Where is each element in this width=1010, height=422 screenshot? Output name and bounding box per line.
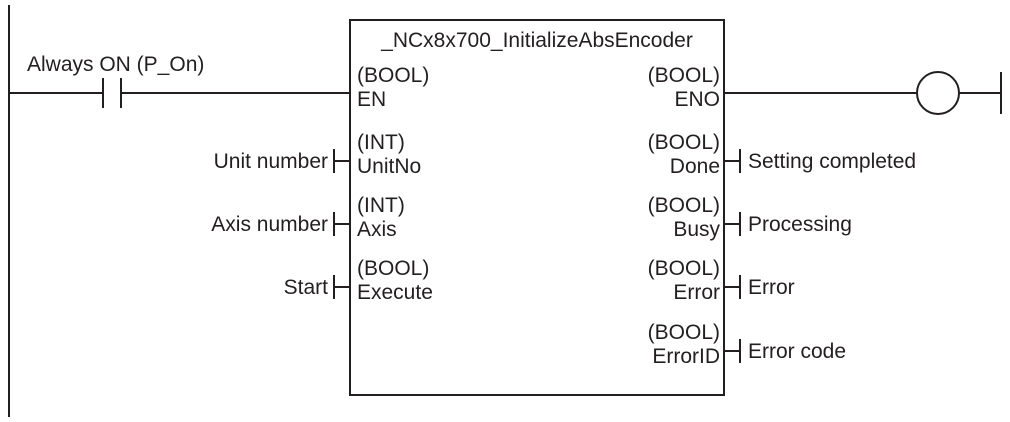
output-variable-1: Setting completed [748, 150, 916, 173]
input-type-2: (INT) [357, 194, 405, 217]
output-type-3: (BOOL) [648, 257, 720, 280]
input-name-1: UnitNo [357, 155, 421, 178]
input-variable-2: Axis number [211, 213, 328, 236]
output-name-0: ENO [674, 88, 720, 111]
input-variable-3: Start [284, 276, 329, 299]
input-type-1: (INT) [357, 131, 405, 154]
input-type-0: (BOOL) [357, 64, 429, 87]
output-type-4: (BOOL) [648, 321, 720, 344]
output-type-2: (BOOL) [648, 194, 720, 217]
input-name-0: EN [357, 88, 386, 111]
input-name-2: Axis [357, 218, 397, 241]
output-name-2: Busy [673, 218, 720, 241]
output-variable-2: Processing [748, 213, 852, 236]
input-name-3: Execute [357, 281, 433, 304]
output-name-1: Done [670, 155, 720, 178]
output-coil [916, 71, 960, 115]
output-name-3: Error [673, 281, 720, 304]
output-type-0: (BOOL) [648, 64, 720, 87]
output-name-4: ErrorID [652, 345, 720, 368]
output-variable-4: Error code [748, 340, 846, 363]
function-block-name: _NCx8x700_InitializeAbsEncoder [380, 29, 693, 52]
contact-label: Always ON (P_On) [27, 53, 204, 76]
input-type-3: (BOOL) [357, 257, 429, 280]
output-variable-3: Error [748, 276, 795, 299]
function-block [349, 19, 725, 396]
output-type-1: (BOOL) [648, 131, 720, 154]
input-variable-1: Unit number [214, 150, 328, 173]
